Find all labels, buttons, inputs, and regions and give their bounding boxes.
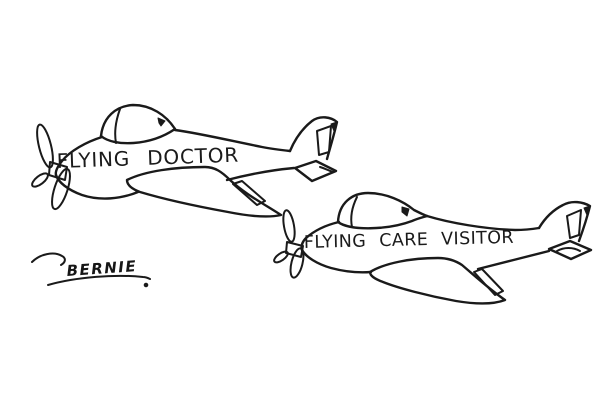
fuselage-top-rear <box>425 214 541 232</box>
signature-underline <box>47 274 151 286</box>
propeller-blade-top <box>282 209 296 243</box>
plane-flying-care-visitor: FLYING CARE VISITOR <box>273 191 593 305</box>
propeller-icon <box>31 123 71 211</box>
canopy-dome <box>336 191 429 224</box>
cockpit-canopy <box>99 103 177 145</box>
wing <box>368 256 507 305</box>
artist-signature: Bernie <box>31 252 151 288</box>
fuselage-belly <box>54 173 140 200</box>
canopy-divider <box>350 196 358 228</box>
tailplane-detail <box>556 247 581 252</box>
propeller-spinner <box>48 161 68 181</box>
propeller-spinner <box>285 241 304 258</box>
canopy-dome <box>99 103 177 138</box>
tail-assembly <box>288 116 339 183</box>
rudder-panel <box>316 125 332 156</box>
fuselage-belly <box>300 248 373 274</box>
signature-name: Bernie <box>66 257 138 280</box>
tail-assembly <box>537 200 593 261</box>
canopy-tick <box>401 206 410 217</box>
plane-flying-doctor: FLYING DOCTOR <box>31 103 339 218</box>
tailplane-detail <box>319 166 334 173</box>
plane2-fuselage-label: FLYING CARE VISITOR <box>304 228 515 253</box>
fuselage-nose-top <box>300 220 341 252</box>
canopy-tick <box>157 117 166 127</box>
canopy-base <box>336 214 429 230</box>
tail-fin-tick <box>330 121 338 132</box>
fuselage-rear-belly <box>225 166 296 182</box>
wing <box>125 165 283 218</box>
tail-fin <box>288 116 339 161</box>
fuselage-nose-top <box>54 135 104 177</box>
canopy-divider <box>114 108 121 144</box>
canopy-base <box>99 127 177 145</box>
signature-dot <box>143 282 149 288</box>
rudder-panel <box>566 209 582 239</box>
propeller-blade-left <box>31 172 49 188</box>
fuselage-rear-belly <box>476 249 551 271</box>
tailplane <box>293 159 338 183</box>
tailplane <box>547 239 593 261</box>
signature-swoosh <box>31 252 66 266</box>
tail-fin-tick <box>583 205 591 216</box>
wing-flap <box>473 268 504 296</box>
cockpit-canopy <box>336 191 429 230</box>
fuselage-top-rear <box>173 128 292 153</box>
tail-fin <box>537 200 592 243</box>
wing-flap <box>232 180 266 206</box>
